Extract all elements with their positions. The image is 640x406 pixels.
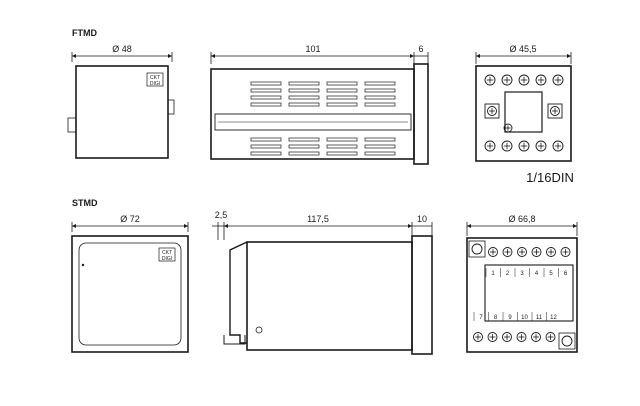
ftmd-side-length: 101: [305, 44, 320, 54]
stmd-brand-logo: CKT DIGI: [158, 247, 176, 262]
terminal-label: 3: [520, 271, 524, 277]
stmd-rear-diameter: Ø 66,8: [508, 214, 535, 224]
ftmd-side-view: 101 6: [210, 44, 429, 165]
svg-text:CKT: CKT: [150, 75, 160, 81]
stmd-front-diameter: Ø 72: [120, 214, 140, 224]
terminal-label: 9: [508, 315, 512, 321]
ftmd-title: FTMD: [72, 28, 97, 38]
terminal-label: 4: [535, 271, 539, 277]
terminal-label: 7: [479, 315, 483, 321]
ftmd-side-bezel: 6: [418, 44, 423, 54]
ftmd-brand-logo: CKT DIGI: [146, 72, 164, 87]
ftmd-din-size: 1/16DIN: [526, 170, 574, 185]
terminal-label: 2: [506, 271, 510, 277]
terminal-label: 1: [491, 271, 495, 277]
stmd-side-length: 117,5: [307, 214, 329, 224]
stmd-side-bezel: 10: [417, 214, 427, 224]
terminal-label: 11: [536, 315, 543, 321]
stmd-side-offset: 2,5: [215, 210, 228, 220]
terminal-label: 8: [494, 315, 498, 321]
svg-text:CKT: CKT: [162, 250, 172, 256]
terminal-label: 10: [521, 315, 528, 321]
terminal-label: 5: [549, 271, 553, 277]
ftmd-front-view: Ø 48 CKT DIGI: [67, 44, 175, 159]
ftmd-rear-diameter: Ø 45,5: [509, 44, 536, 54]
terminal-label: 12: [550, 315, 557, 321]
ftmd-rear-view: Ø 45,5 1/16DIN: [475, 44, 574, 185]
ftmd-front-diameter: Ø 48: [112, 44, 132, 54]
stmd-front-view: Ø 72 CKT DIGI: [71, 214, 189, 353]
ftmd-terminal-screws: [484, 74, 564, 152]
stmd-side-view: 2,5 117,5 10: [212, 210, 433, 355]
svg-text:DIGI: DIGI: [162, 256, 172, 262]
stmd-title: STMD: [72, 198, 98, 208]
ftmd-vent-slots: [250, 81, 396, 156]
terminal-label: 6: [564, 271, 568, 277]
svg-text:DIGI: DIGI: [150, 81, 160, 87]
